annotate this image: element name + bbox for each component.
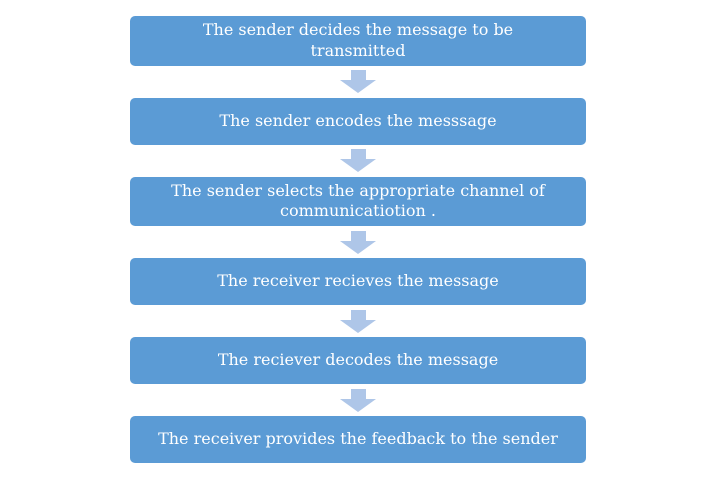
connector-1	[130, 66, 586, 98]
flow-step-1-sender-decides: The sender decides the message to be tra…	[130, 16, 586, 66]
down-arrow-icon	[340, 70, 376, 94]
communication-process-flowchart: The sender decides the message to be tra…	[130, 0, 586, 464]
flow-step-4-receiver-receives: The receiver recieves the message	[130, 258, 586, 306]
flow-step-5-receiver-decodes: The reciever decodes the message	[130, 337, 586, 385]
flow-step-label: The reciever decodes the message	[217, 350, 499, 370]
flow-step-3-select-channel: The sender selects the appropriate chann…	[130, 176, 586, 227]
flow-step-6-receiver-feedback: The receiver provides the feedback to th…	[130, 416, 586, 464]
flow-step-label: The sender encodes the messsage	[219, 110, 497, 130]
connector-4	[130, 305, 586, 337]
flow-step-2-sender-encodes: The sender encodes the messsage	[130, 97, 586, 145]
down-arrow-icon	[340, 230, 376, 254]
flow-step-label: The sender selects the appropriate chann…	[171, 180, 545, 221]
connector-5	[130, 384, 586, 416]
connector-3	[130, 226, 586, 258]
down-arrow-icon	[340, 149, 376, 173]
connector-2	[130, 145, 586, 177]
down-arrow-icon	[340, 388, 376, 412]
flow-step-label: The receiver recieves the message	[217, 271, 499, 291]
flow-step-label: The receiver provides the feedback to th…	[158, 429, 558, 449]
down-arrow-icon	[340, 309, 376, 333]
flow-step-label: The sender decides the message to be tra…	[202, 20, 514, 60]
